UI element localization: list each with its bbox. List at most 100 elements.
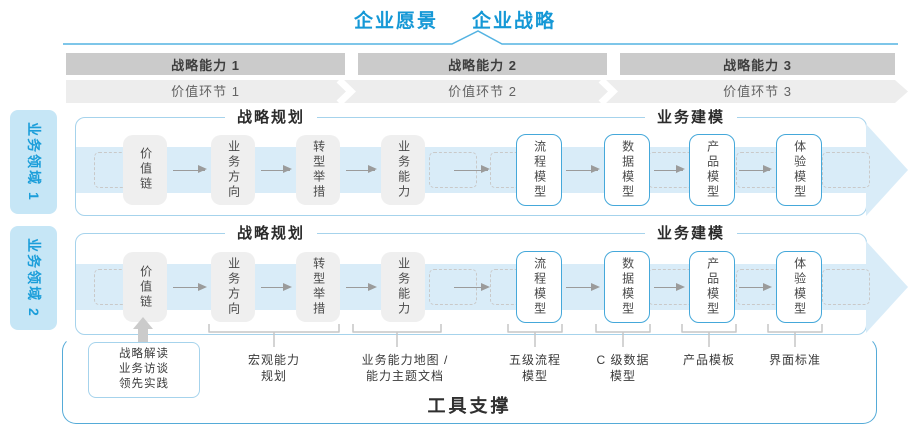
brace-icon — [208, 323, 340, 354]
arrowhead-icon — [368, 282, 377, 291]
brace-icon — [767, 323, 823, 354]
flow-box-model: 数据模型 — [604, 133, 650, 206]
flow-box-model: 体验模型 — [776, 251, 822, 323]
flow-arrow-icon — [654, 282, 685, 291]
arrowhead-icon — [368, 165, 377, 174]
vision-title: 企业愿景 — [353, 11, 438, 32]
arrowhead-icon — [198, 165, 207, 174]
flow-arrow-icon — [566, 165, 600, 174]
flow-box-model: 流程模型 — [516, 133, 562, 206]
flow-box-model: 体验模型 — [776, 133, 822, 206]
flow-box-model: 流程模型 — [516, 251, 562, 323]
arrowhead-icon — [591, 282, 600, 291]
flow-box-label: 产品模型 — [705, 257, 720, 317]
arrowhead-icon — [480, 282, 490, 291]
arrowhead-icon — [480, 165, 490, 174]
deliverable-label: C 级数据模型 — [596, 353, 650, 384]
deliverable-label: 界面标准 — [768, 353, 821, 367]
flow-box-input: 价值链 — [123, 252, 167, 322]
swimlane-row: 价值链 业务方向 转型举措 业务能力 流程模型 数据模型 产品模型 体验模型 战略规划 业务建模 — [75, 108, 908, 216]
flow-box-label: 体验模型 — [792, 139, 807, 200]
arrowhead-icon — [198, 282, 207, 291]
flow-box-model: 数据模型 — [604, 251, 650, 323]
value-bar-background — [66, 80, 908, 103]
capability-bar: 战略能力 2 — [358, 53, 607, 75]
planning-header: 战略规划 — [224, 108, 318, 127]
flow-box-label: 数据模型 — [620, 257, 635, 317]
chevron-separator-icon — [336, 77, 357, 108]
flow-box-label: 产品模型 — [705, 139, 720, 200]
flow-arrow-icon — [173, 165, 207, 174]
note-line: 领先实践 — [119, 378, 169, 391]
flow-box-label: 流程模型 — [532, 257, 547, 317]
flow-box-input: 业务方向 — [211, 252, 255, 322]
domain-label-text: 业务领域 1 — [25, 122, 42, 202]
planning-header: 战略规划 — [224, 224, 318, 243]
modeling-header: 业务建模 — [644, 108, 738, 127]
flow-box-label: 价值链 — [138, 264, 153, 310]
tools-title: 工具支撑 — [427, 396, 512, 416]
flow-box-input: 业务能力 — [381, 252, 425, 322]
flow-box-label: 业务能力 — [396, 139, 411, 200]
flow-box-input: 业务方向 — [211, 134, 255, 205]
up-arrow-icon — [138, 329, 148, 342]
capability-bar: 战略能力 3 — [620, 53, 895, 75]
flow-box-label: 业务方向 — [226, 257, 241, 317]
flow-arrow-icon — [453, 165, 490, 174]
flow-box-input: 价值链 — [123, 134, 167, 205]
flow-arrow-icon — [566, 282, 600, 291]
brace-icon — [352, 323, 442, 354]
flow-box-label: 数据模型 — [620, 139, 635, 200]
placeholder-slot — [822, 269, 870, 305]
tools-container: 工具支撑 — [62, 337, 877, 424]
flow-arrow-icon — [173, 282, 207, 291]
flow-arrow-icon — [346, 165, 377, 174]
deliverable-label: 产品模板 — [682, 353, 735, 367]
value-link-label: 价值环节 2 — [448, 84, 517, 99]
flow-box-model: 产品模型 — [689, 133, 735, 206]
flow-arrow-icon — [654, 165, 685, 174]
flow-box-label: 业务能力 — [396, 257, 411, 317]
swimlane-row: 价值链 业务方向 转型举措 业务能力 流程模型 数据模型 产品模型 体验模型 战略规划 业务建模 — [75, 224, 908, 335]
placeholder-slot — [822, 151, 870, 188]
arrowhead-icon — [591, 165, 600, 174]
page-title: 企业愿景 企业战略 — [0, 6, 910, 33]
arrowhead-icon — [676, 165, 685, 174]
flow-box-label: 转型举措 — [311, 257, 326, 317]
deliverable-label: 五级流程模型 — [508, 353, 561, 384]
chevron-separator-icon — [598, 77, 619, 108]
up-arrow-icon — [133, 317, 153, 329]
flow-box-label: 价值链 — [138, 147, 153, 192]
value-link-label: 价值环节 1 — [171, 84, 240, 99]
value-link-label: 价值环节 3 — [723, 84, 792, 99]
flow-arrow-icon — [261, 165, 292, 174]
flow-arrow-icon — [346, 282, 377, 291]
big-flow-arrowhead-icon — [866, 241, 908, 333]
deliverable-label: 业务能力地图 /能力主题文档 — [361, 353, 449, 384]
domain-label: 业务领域 2 — [10, 226, 57, 330]
flow-box-input: 转型举措 — [296, 134, 340, 205]
deliverable-label: 宏观能力规划 — [247, 353, 300, 384]
flow-box-label: 转型举措 — [311, 139, 326, 200]
domain-label-text: 业务领域 2 — [25, 238, 42, 318]
flow-box-model: 产品模型 — [689, 251, 735, 323]
arrowhead-icon — [283, 165, 292, 174]
flow-arrow-icon — [739, 165, 772, 174]
brace-icon — [507, 323, 563, 354]
modeling-header: 业务建模 — [644, 224, 738, 243]
flow-box-label: 业务方向 — [226, 139, 241, 200]
flow-box-label: 流程模型 — [532, 139, 547, 200]
flow-box-input: 业务能力 — [381, 134, 425, 205]
flow-arrow-icon — [739, 282, 772, 291]
big-flow-arrowhead-icon — [866, 123, 908, 216]
flow-arrow-icon — [453, 282, 490, 291]
flow-box-input: 转型举措 — [296, 252, 340, 322]
note-line: 业务访谈 — [119, 363, 169, 376]
arrowhead-icon — [763, 165, 772, 174]
arrowhead-icon — [763, 282, 772, 291]
source-note-box: 战略解读业务访谈领先实践 — [88, 342, 200, 398]
capability-bar: 战略能力 1 — [66, 53, 345, 75]
flow-arrow-icon — [261, 282, 292, 291]
strategy-title: 企业战略 — [472, 11, 557, 32]
